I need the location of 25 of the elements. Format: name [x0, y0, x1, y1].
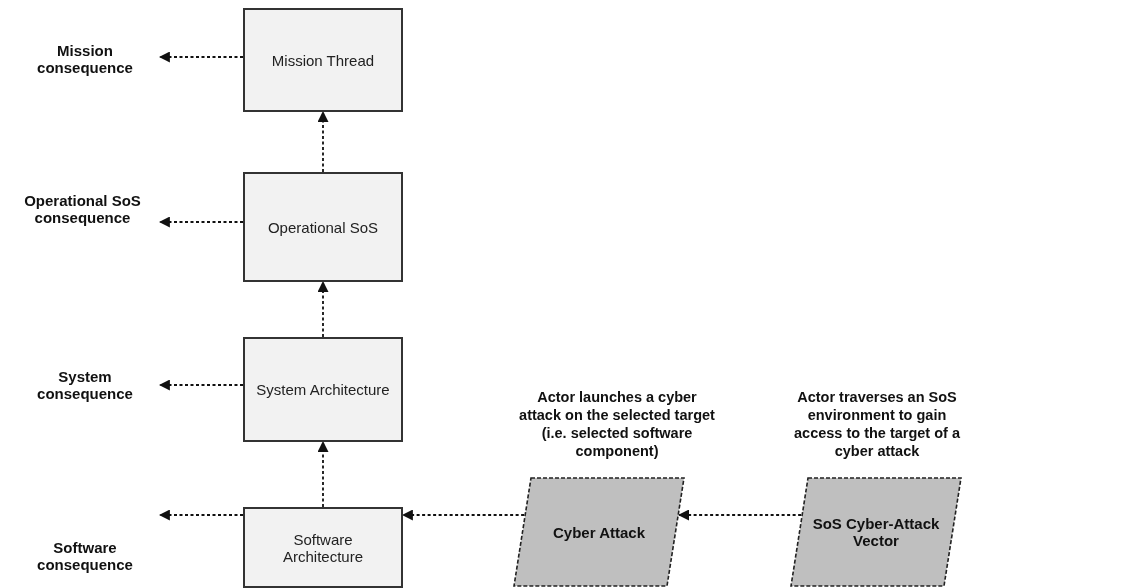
dashed-arrow	[317, 280, 329, 338]
consequence-label: Operational SoS consequence	[23, 192, 142, 226]
step-description: Actor traverses an SoS environment to gain access to the target of a cyber attack	[793, 388, 961, 461]
dashed-arrow	[158, 216, 244, 228]
node-label: SoS Cyber-Attack Vector	[811, 515, 941, 549]
node-label: Operational SoS	[266, 218, 380, 236]
dashed-arrow	[317, 440, 329, 508]
attack-step-parallelogram	[513, 477, 685, 587]
process-box	[243, 8, 403, 112]
consequence-label: Software consequence	[36, 539, 134, 573]
consequence-label: System consequence	[36, 368, 134, 402]
dashed-arrow	[158, 379, 244, 391]
node-label: System Architecture	[255, 381, 391, 398]
attack-step-parallelogram	[790, 477, 962, 587]
dashed-arrow	[158, 509, 244, 521]
dashed-arrow	[158, 51, 244, 63]
node-label: Mission Thread	[270, 51, 376, 69]
consequence-label: Mission consequence	[36, 42, 134, 76]
step-description: Actor launches a cyber attack on the selected target (i.e. selected software component)	[518, 388, 716, 461]
dashed-arrow	[317, 110, 329, 173]
process-box	[243, 172, 403, 282]
node-label: Cyber Attack	[552, 523, 646, 541]
process-box	[243, 507, 403, 588]
node-label: Software Architecture	[281, 530, 364, 565]
process-box	[243, 337, 403, 442]
